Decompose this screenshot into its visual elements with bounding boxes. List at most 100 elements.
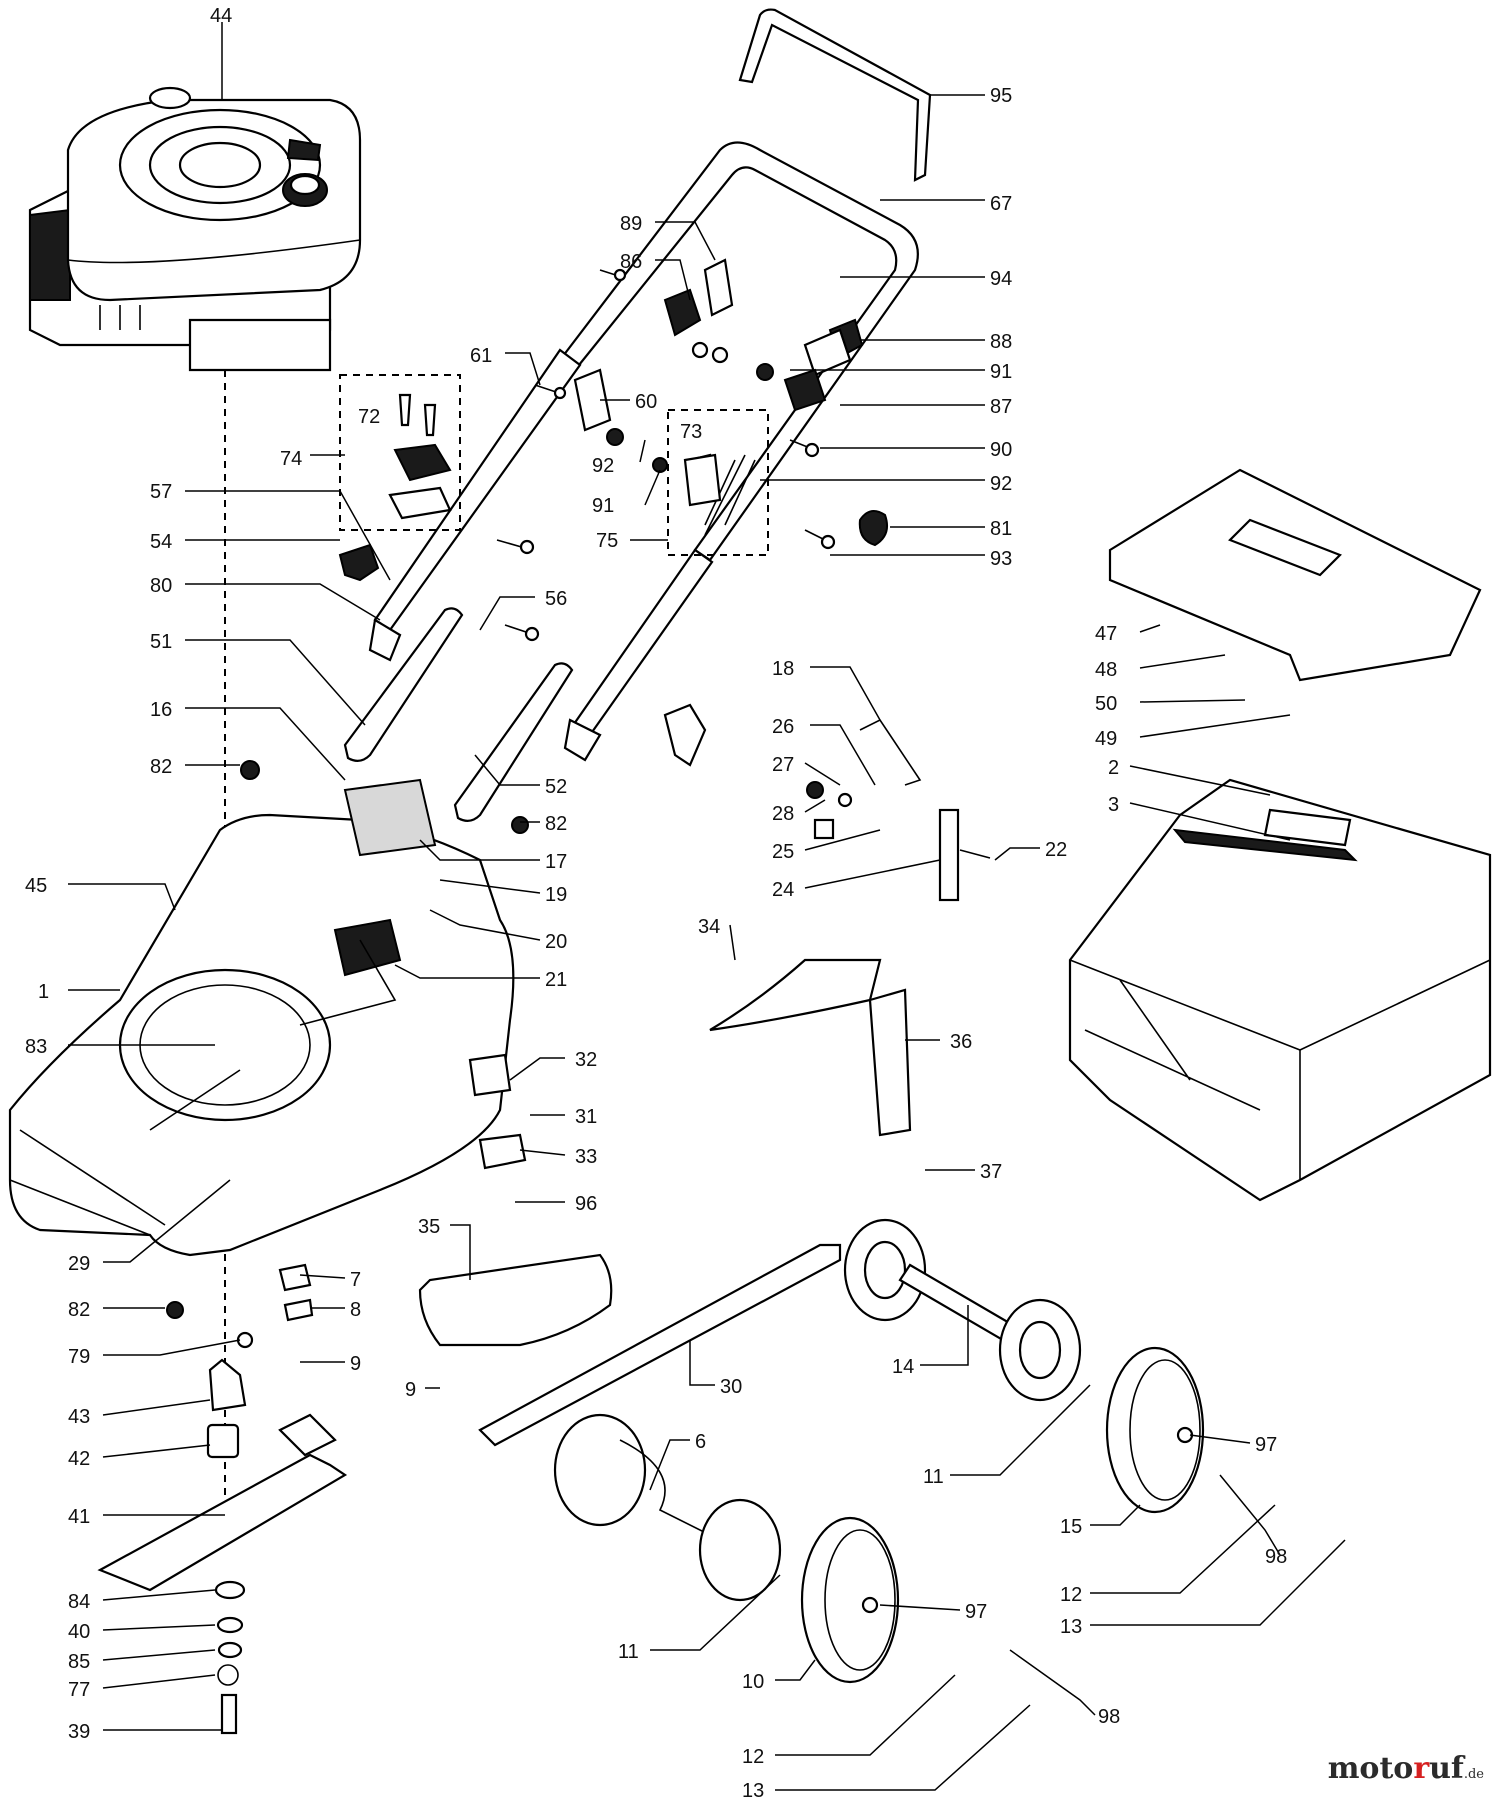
handle-end-clip <box>563 718 602 762</box>
callout-56: 56 <box>545 588 567 610</box>
callout-50: 50 <box>1095 693 1117 715</box>
small-hardware <box>166 718 960 1349</box>
callout-88: 88 <box>990 331 1012 353</box>
callout-83: 83 <box>25 1036 47 1058</box>
assembly-box-75 <box>667 409 769 556</box>
callout-29: 29 <box>68 1253 90 1275</box>
callout-19: 19 <box>545 884 567 906</box>
callout-95: 95 <box>990 85 1012 107</box>
callout-30: 30 <box>720 1376 742 1398</box>
callout-61: 61 <box>470 345 492 367</box>
callout-44: 44 <box>210 5 232 27</box>
engine-part <box>28 86 362 372</box>
bracket-33 <box>478 1133 527 1170</box>
callout-6: 6 <box>695 1431 706 1453</box>
callout-92-right: 92 <box>990 473 1012 495</box>
callout-80: 80 <box>150 575 172 597</box>
callout-25: 25 <box>772 841 794 863</box>
wheel-10 <box>800 1516 900 1684</box>
callout-9-right: 9 <box>350 1353 361 1375</box>
callout-26: 26 <box>772 716 794 738</box>
callout-34: 34 <box>698 916 720 938</box>
callout-24: 24 <box>772 879 794 901</box>
callout-35: 35 <box>418 1216 440 1238</box>
callout-40: 40 <box>68 1621 90 1643</box>
screws <box>496 268 991 859</box>
lower-handle-tube-right <box>453 662 574 822</box>
callout-3: 3 <box>1108 794 1119 816</box>
callout-91-lower: 91 <box>592 495 614 517</box>
callout-49: 49 <box>1095 728 1117 750</box>
callout-7: 7 <box>350 1269 361 1291</box>
callout-45: 45 <box>25 875 47 897</box>
callout-90: 90 <box>990 439 1012 461</box>
mower-deck <box>8 778 515 1257</box>
callout-96: 96 <box>575 1193 597 1215</box>
callout-79: 79 <box>68 1346 90 1368</box>
callout-36: 36 <box>950 1031 972 1053</box>
callout-52: 52 <box>545 776 567 798</box>
side-flap <box>468 1053 512 1097</box>
callout-98-right: 98 <box>1265 1546 1287 1568</box>
callout-75: 75 <box>596 530 618 552</box>
grass-catcher-box <box>1068 778 1492 1202</box>
front-axle-6 <box>553 1413 782 1602</box>
grass-box-lid <box>1108 468 1482 682</box>
callout-13-left: 13 <box>742 1780 764 1800</box>
callout-98-left: 98 <box>1098 1706 1120 1728</box>
callout-1: 1 <box>38 981 49 1003</box>
part-callouts: 44 95 67 89 86 94 88 91 87 61 60 72 74 7… <box>25 5 1346 1800</box>
callout-18: 18 <box>772 658 794 680</box>
callout-77: 77 <box>68 1679 90 1701</box>
callout-31: 31 <box>575 1106 597 1128</box>
callout-39: 39 <box>68 1721 90 1743</box>
callout-12-left: 12 <box>742 1746 764 1768</box>
callout-22: 22 <box>1045 839 1067 861</box>
rear-flap-36-side <box>868 988 912 1137</box>
callout-20: 20 <box>545 931 567 953</box>
wheel-15 <box>1105 1346 1205 1514</box>
upper-bail-bar <box>738 8 932 182</box>
callout-8: 8 <box>350 1299 361 1321</box>
switch-parts-72 <box>388 393 452 520</box>
callout-85: 85 <box>68 1651 90 1673</box>
callout-41: 41 <box>68 1506 90 1528</box>
callout-12-right: 12 <box>1060 1584 1082 1606</box>
callout-9-left: 9 <box>405 1379 416 1401</box>
mulch-plate-35 <box>418 1253 613 1347</box>
callout-93: 93 <box>990 548 1012 570</box>
callout-82-mid: 82 <box>545 813 567 835</box>
callout-54: 54 <box>150 531 172 553</box>
callout-82-bottom: 82 <box>68 1299 90 1321</box>
callout-48: 48 <box>1095 659 1117 681</box>
callout-91-upper: 91 <box>990 361 1012 383</box>
callout-73: 73 <box>680 421 702 443</box>
callout-14: 14 <box>892 1356 914 1378</box>
callout-10: 10 <box>742 1671 764 1693</box>
callout-97-left: 97 <box>965 1601 987 1623</box>
rear-flap-36 <box>709 958 882 1032</box>
callout-57: 57 <box>150 481 172 503</box>
callout-28: 28 <box>772 803 794 825</box>
callout-89: 89 <box>620 213 642 235</box>
callout-37: 37 <box>980 1161 1002 1183</box>
lower-handle-tube-left <box>343 607 464 762</box>
callout-86: 86 <box>620 251 642 273</box>
callout-21: 21 <box>545 969 567 991</box>
callout-17: 17 <box>545 851 567 873</box>
callout-2: 2 <box>1108 757 1119 779</box>
callout-51: 51 <box>150 631 172 653</box>
brand-watermark: motoruf.de <box>1327 1751 1484 1786</box>
callout-13-right: 13 <box>1060 1616 1082 1638</box>
callout-74: 74 <box>280 448 302 470</box>
callout-82-top: 82 <box>150 756 172 778</box>
callout-43: 43 <box>68 1406 90 1428</box>
callout-42: 42 <box>68 1448 90 1470</box>
rear-axle-14 <box>843 1218 1082 1402</box>
callout-97-right: 97 <box>1255 1434 1277 1456</box>
callout-72: 72 <box>358 406 380 428</box>
wing-knob-right <box>663 703 707 767</box>
callout-11-right: 11 <box>923 1466 944 1488</box>
wing-knob-left <box>338 543 380 582</box>
callout-94: 94 <box>990 268 1012 290</box>
